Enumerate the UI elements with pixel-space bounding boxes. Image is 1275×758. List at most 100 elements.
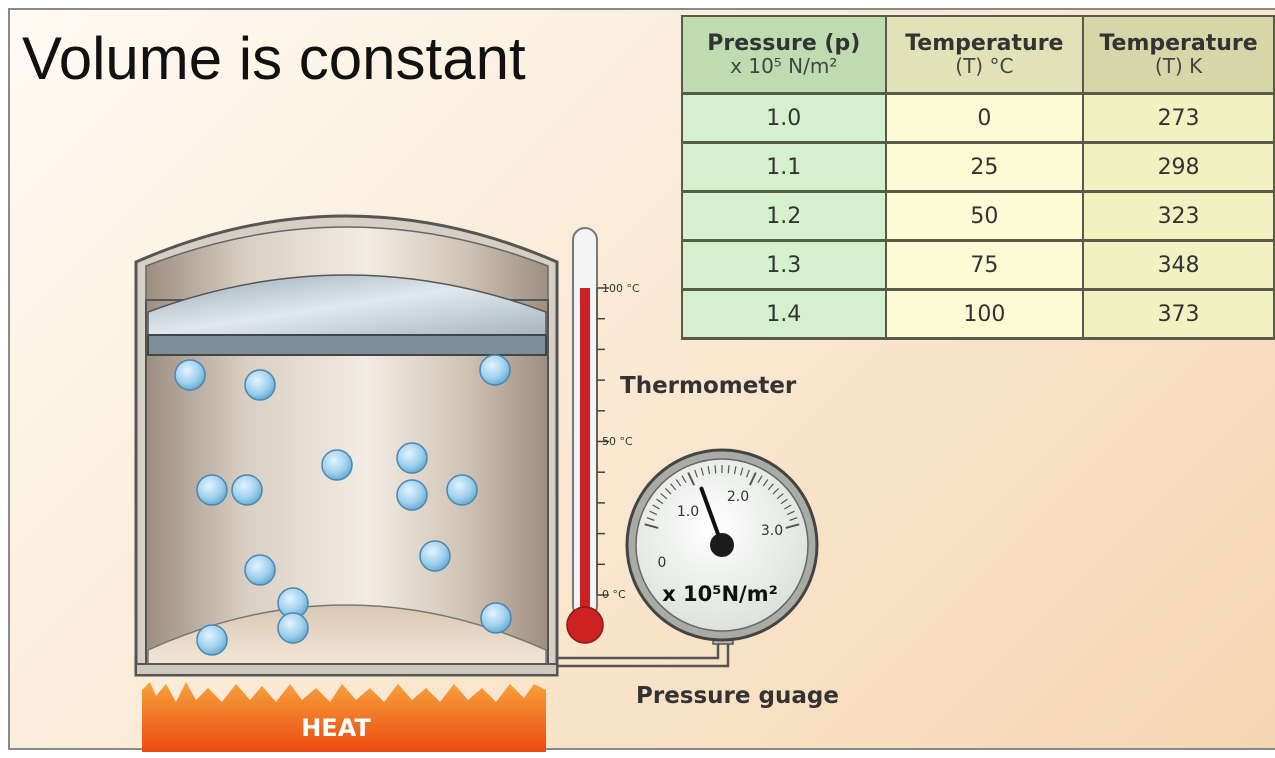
gauge-tick [644, 523, 659, 529]
col-header-temperature-k: Temperature (T) K [1082, 15, 1275, 95]
piston-bar [147, 334, 547, 356]
cell-temp-k: 323 [1082, 190, 1275, 242]
gauge-tick [772, 488, 779, 495]
cell-temp-c: 100 [884, 288, 1085, 340]
cell-temp-c: 50 [884, 190, 1085, 242]
cell-temp-k: 373 [1082, 288, 1275, 340]
gas-molecule [479, 354, 511, 386]
gauge-tick-label-3: 3.0 [761, 523, 783, 539]
gauge-tick [787, 510, 795, 516]
gas-molecule [321, 449, 353, 481]
container-lid [147, 274, 547, 336]
gauge-tick [762, 479, 769, 487]
thermometer-label: Thermometer [620, 373, 797, 399]
gauge-tick [785, 523, 800, 529]
pressure-temperature-table: Pressure (p) x 10⁵ N/m² Temperature (T) … [681, 15, 1275, 340]
table-row: 1.4 100 373 [681, 288, 1275, 340]
cell-temp-c: 75 [884, 239, 1085, 291]
gas-molecule [231, 474, 263, 506]
gauge-tick [700, 467, 704, 476]
container-bottom-rim [135, 663, 558, 676]
gauge-tick [740, 467, 744, 476]
gas-molecule [446, 474, 478, 506]
gauge-tick [707, 466, 711, 475]
gas-molecule [174, 359, 206, 391]
container-dome [145, 226, 549, 301]
gauge-tick-label-2: 2.0 [727, 489, 749, 505]
gauge-tick [784, 504, 792, 510]
gas-molecule [277, 612, 309, 644]
gas-molecules [174, 354, 512, 656]
gauge-tick [652, 504, 660, 510]
thermometer-tick-100: 100 °C [602, 282, 640, 295]
col-header-main: Temperature [905, 31, 1064, 57]
gauge-tick [665, 488, 672, 495]
heat-label: HEAT [301, 714, 371, 742]
gauge-tick [780, 498, 788, 505]
gauge-tick [646, 517, 655, 521]
gas-molecule [196, 624, 228, 656]
gauge-tick-label-1: 1.0 [677, 504, 699, 520]
gauge-label: Pressure guage [636, 683, 839, 709]
gauge-tick [670, 483, 677, 491]
table-row: 1.3 75 348 [681, 239, 1275, 291]
cell-pressure: 1.4 [681, 288, 887, 340]
col-header-main: Temperature [1099, 31, 1258, 57]
gauge-tick [656, 498, 664, 505]
gauge-tick [675, 479, 682, 487]
cell-temp-k: 273 [1082, 92, 1275, 144]
cell-pressure: 1.3 [681, 239, 887, 291]
col-header-pressure: Pressure (p) x 10⁵ N/m² [681, 15, 887, 95]
gas-molecule [419, 540, 451, 572]
gauge-tick [767, 483, 774, 491]
flame [142, 682, 546, 752]
gauge-scale [644, 465, 800, 529]
thermometer-tick-0: 0 °C [602, 588, 626, 601]
gauge-hub [710, 533, 734, 557]
cell-temp-k: 348 [1082, 239, 1275, 291]
gas-molecule [196, 474, 228, 506]
gas-molecule [244, 554, 276, 586]
thermometer-tick-50: 50 °C [602, 435, 633, 448]
table-row: 1.1 25 298 [681, 141, 1275, 193]
cell-pressure: 1.1 [681, 141, 887, 193]
gauge-tick-label-0: 0 [658, 555, 667, 571]
gauge-tick [681, 475, 687, 483]
table-row: 1.2 50 323 [681, 190, 1275, 242]
page-title: Volume is constant [22, 25, 526, 92]
gas-molecule [244, 369, 276, 401]
table-row: 1.0 0 273 [681, 92, 1275, 144]
cell-temp-c: 25 [884, 141, 1085, 193]
gauge-tick [694, 469, 698, 478]
thermometer-mercury [580, 288, 590, 618]
table-header-row: Pressure (p) x 10⁵ N/m² Temperature (T) … [681, 15, 1275, 95]
gauge-tick [789, 517, 798, 521]
gauge-tick [733, 466, 737, 475]
gauge-tick [649, 510, 657, 516]
gauge-pipe [557, 640, 730, 668]
gauge-unit-label: x 10⁵N/m² [662, 582, 778, 606]
col-header-temperature-c: Temperature (T) °C [884, 15, 1085, 95]
gauge-tick [727, 465, 730, 474]
col-header-sub: (T) °C [955, 53, 1014, 78]
gauge-tick [757, 475, 763, 483]
cell-pressure: 1.0 [681, 92, 887, 144]
gauge-tick [748, 472, 757, 486]
thermometer-bulb [566, 606, 604, 644]
cell-pressure: 1.2 [681, 190, 887, 242]
gauge-tick [746, 469, 750, 478]
col-header-main: Pressure (p) [707, 31, 861, 57]
cell-temp-k: 298 [1082, 141, 1275, 193]
gauge-tick [687, 472, 696, 486]
gas-molecule [396, 479, 428, 511]
gauge-tick [776, 493, 784, 500]
gauge-tick [714, 465, 717, 474]
cell-temp-c: 0 [884, 92, 1085, 144]
col-header-sub: x 10⁵ N/m² [730, 53, 838, 78]
col-header-sub: (T) K [1154, 53, 1203, 78]
gas-molecule [480, 602, 512, 634]
gauge-tick [660, 493, 668, 500]
thermometer-scale [596, 287, 609, 596]
